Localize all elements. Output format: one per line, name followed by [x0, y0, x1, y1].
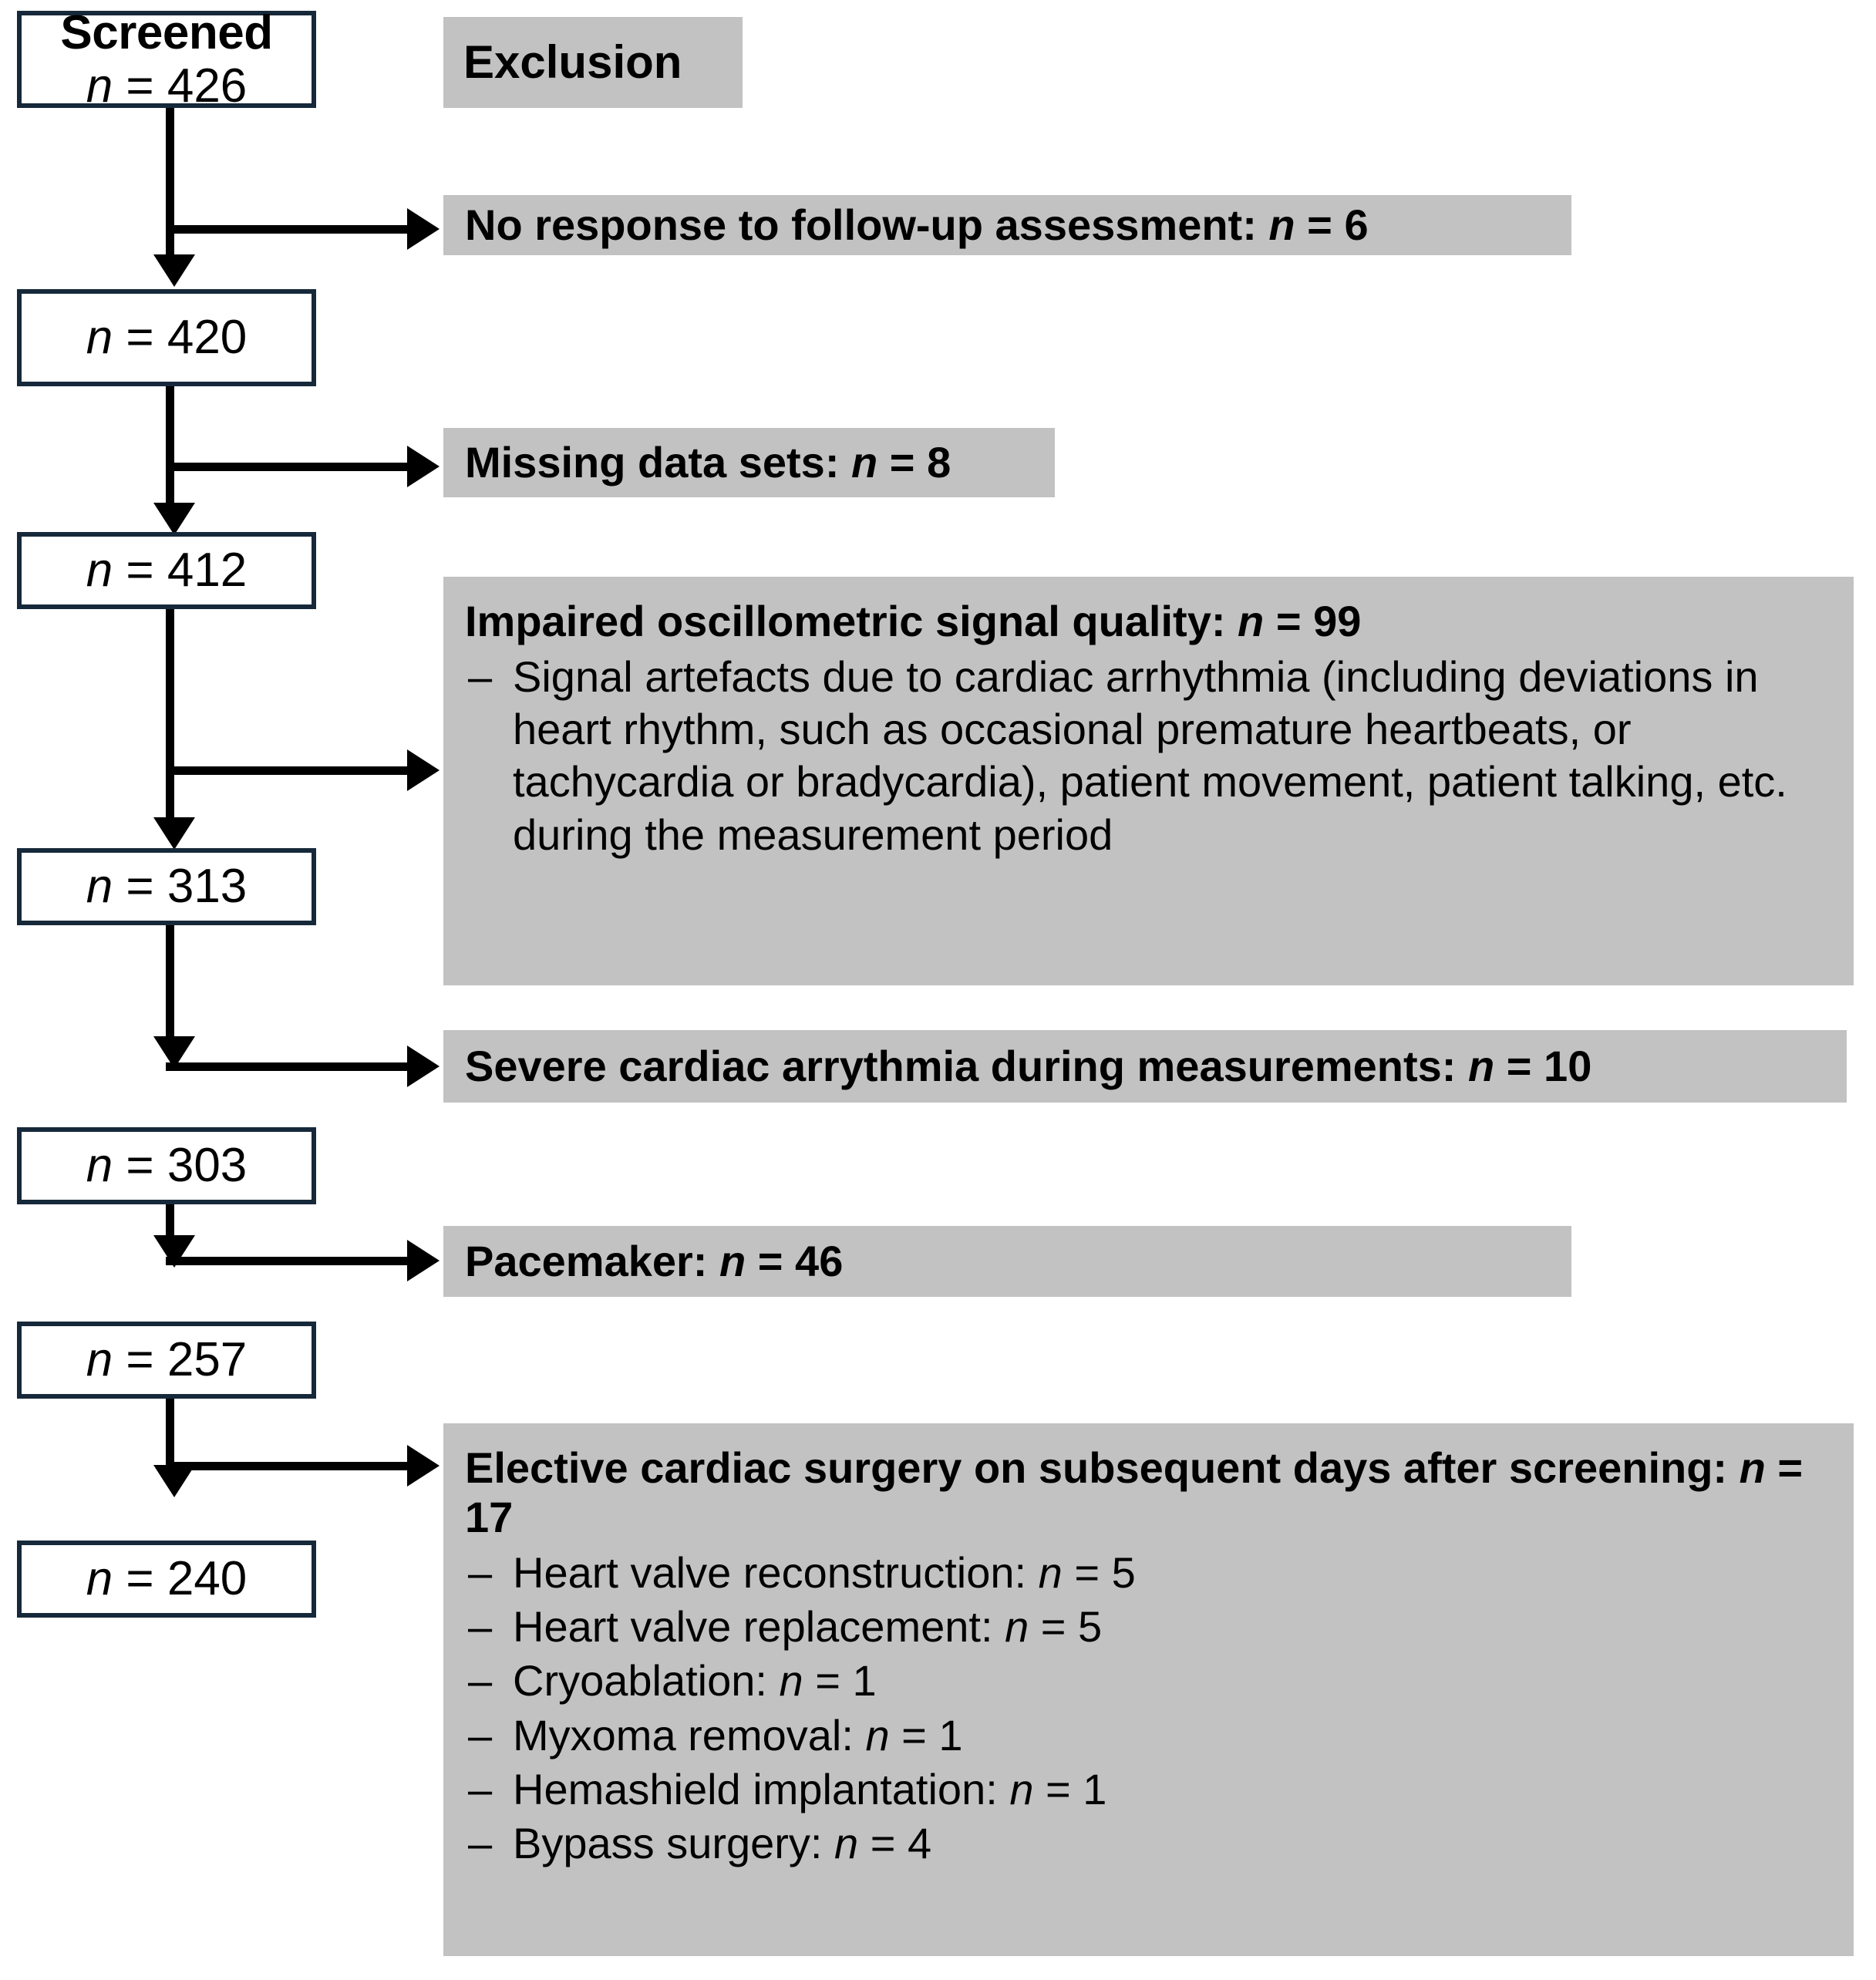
bullet-value: = 4	[858, 1819, 932, 1868]
bullet-n: n	[779, 1656, 803, 1706]
flow-box-count: n = 257	[86, 1333, 248, 1387]
bullet-text: Myxoma removal:	[513, 1710, 866, 1759]
arrow-down-2	[153, 503, 195, 535]
arrow-down-6	[153, 1465, 195, 1497]
flow-box-count: n = 303	[86, 1139, 248, 1193]
bullet-text: Hemashield implantation:	[513, 1764, 1010, 1813]
list-item: –Signal artefacts due to cardiac arrhyth…	[465, 651, 1835, 861]
dash-bullet-icon: –	[468, 1764, 493, 1813]
bullet-value: = 1	[803, 1656, 877, 1706]
exclusion-header-label: Exclusion	[463, 36, 682, 88]
flow-box-240: n = 240	[17, 1541, 316, 1618]
connector-trunk-1	[166, 105, 174, 264]
bullet-text: Bypass surgery:	[513, 1819, 835, 1868]
dash-bullet-icon: –	[468, 652, 493, 701]
exclusion-column-header: Exclusion	[443, 17, 743, 108]
flow-box-313: n = 313	[17, 848, 316, 925]
exclusion-title: Impaired oscillometric signal quality: n…	[465, 597, 1362, 645]
exclusion-bullet-list: –Heart valve reconstruction: n = 5 –Hear…	[465, 1547, 1835, 1871]
dash-bullet-icon: –	[468, 1710, 493, 1759]
flow-box-count: n = 412	[86, 544, 248, 598]
connector-trunk-4	[166, 925, 174, 1046]
flow-box-420: n = 420	[17, 289, 316, 386]
bullet-text: Signal artefacts due to cardiac arrhythm…	[513, 652, 1787, 859]
flow-box-title: Screened	[60, 5, 273, 59]
exclusion-title: No response to follow-up assessment: n =…	[465, 200, 1369, 249]
list-item: –Cryoablation: n = 1	[465, 1655, 1835, 1707]
exclusion-title: Elective cardiac surgery on subsequent d…	[465, 1443, 1804, 1541]
connector-trunk-6	[166, 1323, 174, 1474]
flow-box-count: n = 240	[86, 1552, 248, 1606]
bullet-value: = 5	[1029, 1601, 1103, 1651]
list-item: –Heart valve reconstruction: n = 5	[465, 1547, 1835, 1599]
connector-branch-4	[166, 1062, 413, 1071]
exclusion-panel-elective-surgery: Elective cardiac surgery on subsequent d…	[443, 1423, 1854, 1956]
connector-branch-3	[166, 766, 413, 775]
exclusion-panel-no-response: No response to follow-up assessment: n =…	[443, 195, 1571, 255]
connector-branch-2	[166, 463, 413, 471]
bullet-n: n	[1005, 1601, 1029, 1651]
connector-trunk-3	[166, 608, 174, 823]
list-item: –Hemashield implantation: n = 1	[465, 1763, 1835, 1816]
bullet-value: = 1	[889, 1710, 963, 1759]
arrow-right-3	[407, 749, 440, 791]
arrow-down-1	[153, 254, 195, 287]
dash-bullet-icon: –	[468, 1819, 493, 1868]
arrow-right-2	[407, 446, 440, 487]
arrow-right-1	[407, 208, 440, 250]
connector-branch-5	[166, 1257, 413, 1265]
dash-bullet-icon: –	[468, 1547, 493, 1597]
flow-box-screened: Screened n = 426	[17, 6, 316, 113]
exclusion-panel-pacemaker: Pacemaker: n = 46	[443, 1226, 1571, 1297]
bullet-value: = 5	[1062, 1547, 1136, 1597]
exclusion-title: Severe cardiac arrythmia during measurem…	[465, 1041, 1592, 1090]
bullet-n: n	[1009, 1764, 1034, 1813]
dash-bullet-icon: –	[468, 1656, 493, 1706]
exclusion-title: Missing data sets: n = 8	[465, 437, 951, 487]
dash-bullet-icon: –	[468, 1601, 493, 1651]
list-item: –Myxoma removal: n = 1	[465, 1709, 1835, 1762]
arrow-right-5	[407, 1240, 440, 1281]
flow-box-count: n = 313	[86, 860, 248, 914]
bullet-value: = 1	[1033, 1764, 1107, 1813]
exclusion-title: Pacemaker: n = 46	[465, 1236, 844, 1285]
connector-trunk-2	[166, 386, 174, 512]
bullet-text: Cryoablation:	[513, 1656, 780, 1706]
flow-box-count: n = 420	[86, 311, 248, 365]
flow-box-257: n = 257	[17, 1322, 316, 1399]
flow-box-303: n = 303	[17, 1127, 316, 1204]
arrow-right-4	[407, 1046, 440, 1087]
bullet-n: n	[865, 1710, 890, 1759]
connector-branch-1	[166, 225, 413, 234]
bullet-text: Heart valve replacement:	[513, 1601, 1005, 1651]
list-item: –Heart valve replacement: n = 5	[465, 1601, 1835, 1653]
arrow-down-3	[153, 817, 195, 850]
bullet-n: n	[1038, 1547, 1063, 1597]
exclusion-bullet-list: –Signal artefacts due to cardiac arrhyth…	[465, 651, 1835, 861]
flow-box-count: n = 426	[86, 59, 248, 113]
arrow-right-6	[407, 1445, 440, 1487]
bullet-n: n	[834, 1819, 859, 1868]
exclusion-panel-missing-data: Missing data sets: n = 8	[443, 428, 1055, 497]
exclusion-panel-impaired-signal: Impaired oscillometric signal quality: n…	[443, 577, 1854, 985]
bullet-text: Heart valve reconstruction:	[513, 1547, 1039, 1597]
list-item: –Bypass surgery: n = 4	[465, 1817, 1835, 1870]
exclusion-panel-severe-arrythmia: Severe cardiac arrythmia during measurem…	[443, 1030, 1847, 1103]
connector-branch-6	[166, 1462, 413, 1470]
flow-box-412: n = 412	[17, 532, 316, 609]
